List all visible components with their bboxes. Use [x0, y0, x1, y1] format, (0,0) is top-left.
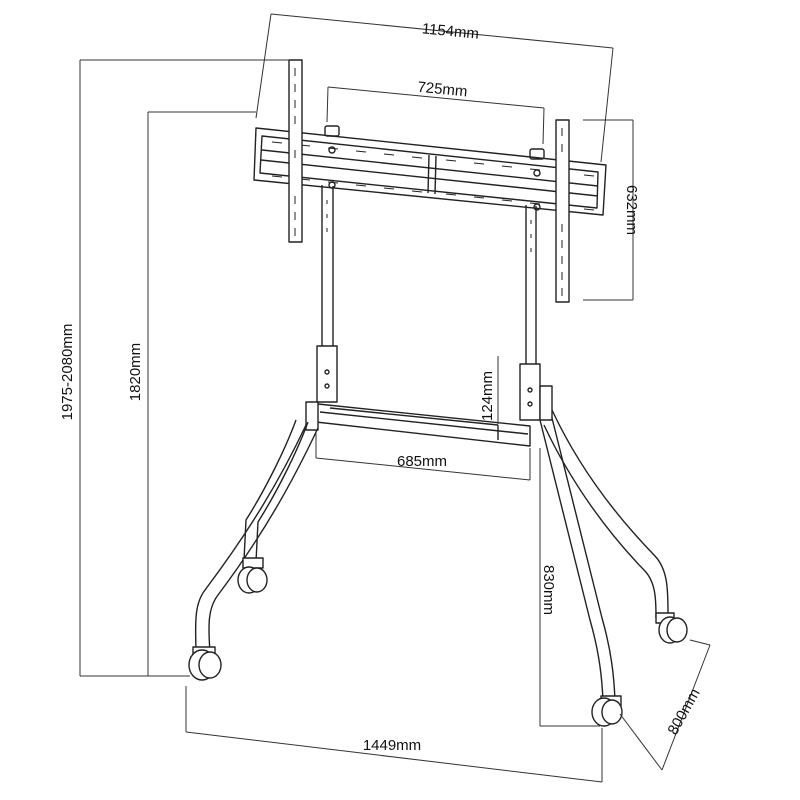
- caster-front-right: [591, 695, 623, 727]
- dim-label-base-depth: 800mm: [665, 686, 704, 738]
- dim-label-overall-width: 1154mm: [421, 20, 480, 42]
- dim-label-shelf-width: 685mm: [397, 453, 447, 470]
- dim-label-height-min: 1820mm: [127, 343, 144, 401]
- dimension-lines: [79, 13, 711, 783]
- tv-stand-drawing: [188, 59, 688, 727]
- dim-label-leg-height: 830mm: [540, 565, 557, 615]
- leg-front-left: [194, 424, 319, 653]
- vesa-arm-left: [288, 59, 303, 243]
- vesa-bracket: [253, 125, 607, 216]
- caster-rear-right: [655, 612, 688, 644]
- upright-left: [321, 185, 334, 362]
- dim-label-vesa-width: 725mm: [417, 79, 468, 101]
- dim-label-shelf-height: 124mm: [479, 371, 496, 421]
- caster-rear-left: [237, 557, 268, 594]
- leg-rear-left: [243, 419, 309, 563]
- caster-front-left: [188, 646, 222, 681]
- dim-label-base-width: 1449mm: [363, 737, 421, 754]
- vesa-arm-right: [555, 119, 570, 303]
- leg-front-right: [539, 417, 616, 701]
- upright-right: [525, 205, 537, 383]
- dim-label-vesa-height: 632mm: [623, 185, 640, 235]
- dim-label-height-range: 1975-2080mm: [59, 324, 76, 421]
- leg-rear-right: [543, 409, 669, 619]
